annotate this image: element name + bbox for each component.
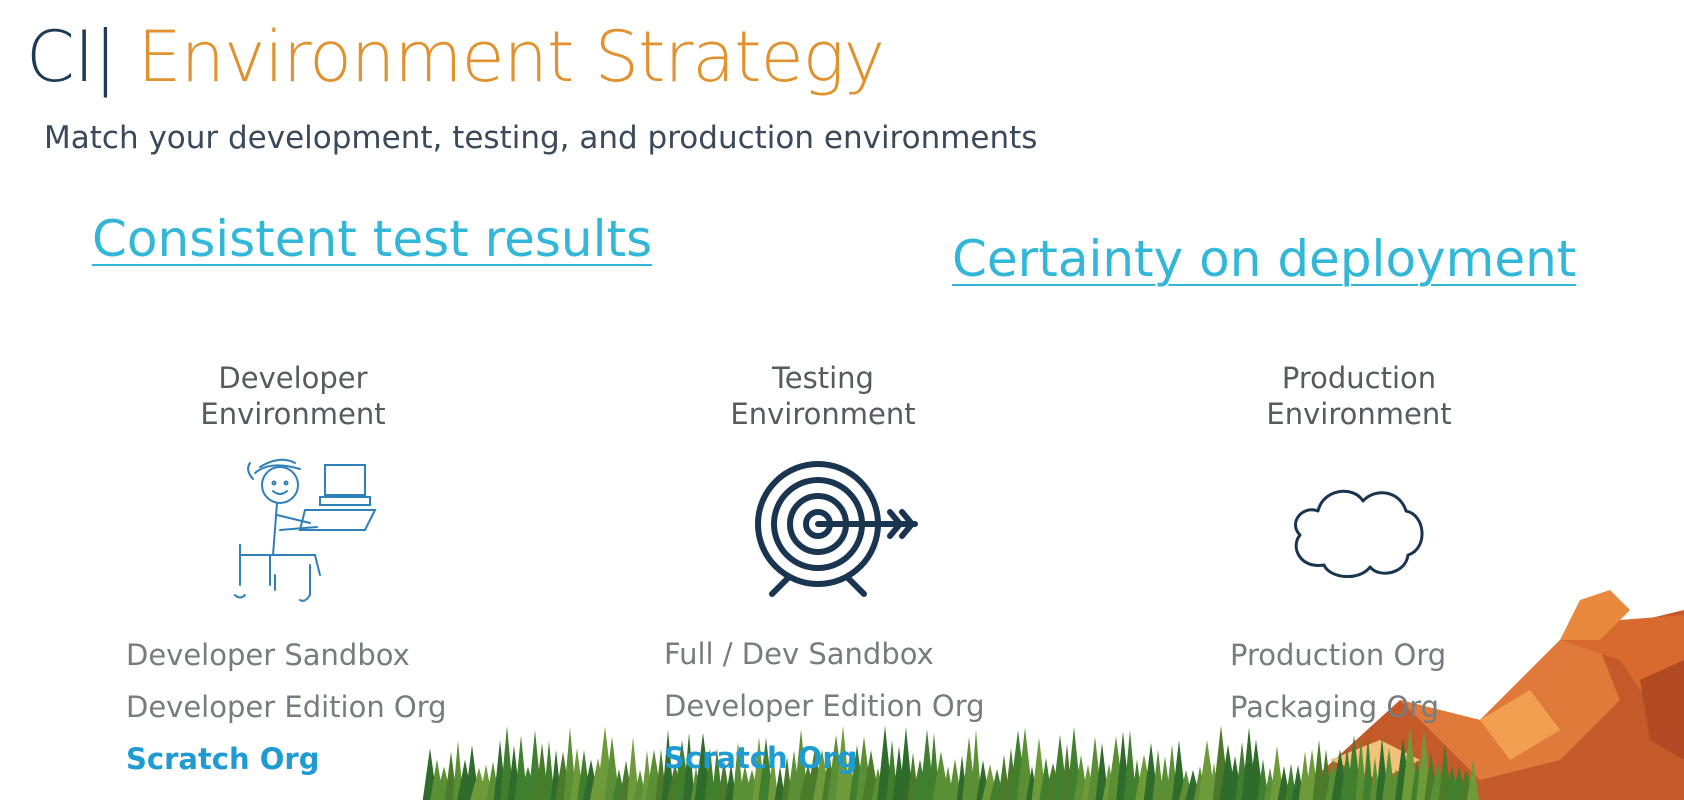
tree xyxy=(1016,727,1034,800)
tree xyxy=(704,747,716,800)
tree xyxy=(1123,730,1137,800)
org-item-highlight: Scratch Org xyxy=(126,742,320,776)
tree xyxy=(767,753,779,800)
org-list-testing: Full / Dev Sandbox Developer Edition Org… xyxy=(664,628,985,784)
tree xyxy=(774,766,786,800)
tree xyxy=(1172,740,1186,800)
target-icon xyxy=(755,461,918,597)
tree xyxy=(732,741,744,800)
env-title-developer: Developer Environment xyxy=(143,360,443,432)
tree xyxy=(711,748,723,800)
org-item: Developer Sandbox xyxy=(126,638,410,672)
env-title-line1: Production xyxy=(1281,361,1437,395)
org-item: Developer Edition Org xyxy=(664,689,985,723)
org-list-developer: Developer Sandbox Developer Edition Org … xyxy=(126,629,447,785)
tree xyxy=(543,740,555,800)
trees xyxy=(422,725,1479,800)
env-title-line2: Environment xyxy=(1266,397,1452,431)
title-main: Environment Strategy xyxy=(137,16,885,98)
org-item: Production Org xyxy=(1230,638,1447,672)
benefit-consistent-test-results: Consistent test results xyxy=(92,210,653,268)
tree xyxy=(970,729,982,800)
org-item: Developer Edition Org xyxy=(126,690,447,724)
org-list-production: Production Org Packaging Org xyxy=(1230,629,1446,733)
tree xyxy=(604,736,620,800)
tree xyxy=(1355,737,1367,800)
tree xyxy=(1362,735,1374,800)
page-subtitle: Match your development, testing, and pro… xyxy=(44,120,1038,156)
benefit-certainty-on-deployment: Certainty on deployment xyxy=(952,230,1577,288)
org-item: Full / Dev Sandbox xyxy=(664,637,934,671)
env-title-line1: Testing xyxy=(772,361,874,395)
tree xyxy=(683,732,695,800)
env-title-line1: Developer xyxy=(218,361,368,395)
env-title-production: Production Environment xyxy=(1209,360,1509,432)
org-item-highlight: Scratch Org xyxy=(664,741,858,775)
env-title-line2: Environment xyxy=(730,397,916,431)
page-title: CI| Environment Strategy xyxy=(26,22,885,92)
env-title-testing: Testing Environment xyxy=(673,360,973,432)
org-item: Packaging Org xyxy=(1230,690,1440,724)
cloud-icon xyxy=(1294,489,1424,578)
tree xyxy=(626,736,640,800)
tree xyxy=(1467,758,1479,800)
env-title-line2: Environment xyxy=(200,397,386,431)
tree xyxy=(1257,758,1269,800)
title-prefix: CI| xyxy=(26,16,117,98)
developer-drawing-icon xyxy=(234,458,377,602)
